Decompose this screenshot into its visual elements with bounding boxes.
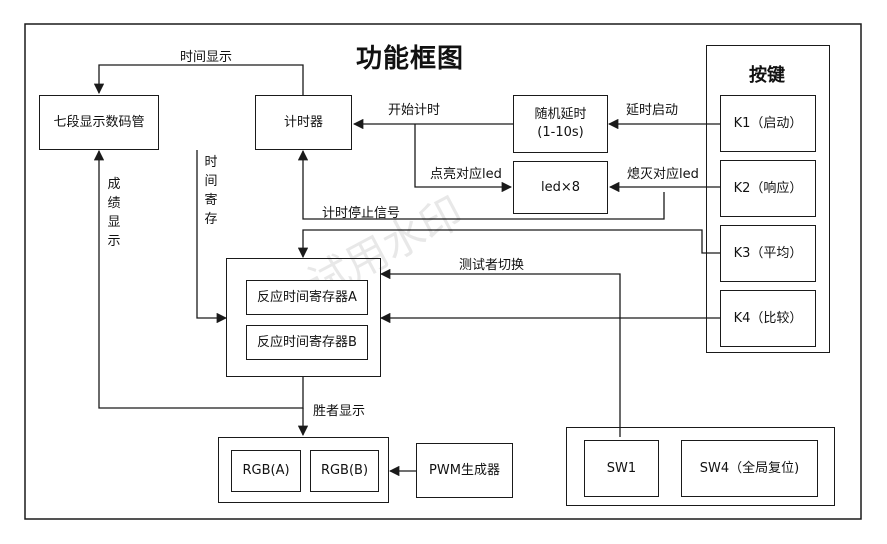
arrow-stop-signal [297,149,665,220]
rgb-group [218,437,389,503]
k1-box: K1（启动） [720,95,816,152]
rgb-b-label: RGB(B) [320,463,369,479]
sw1-box: SW1 [584,440,659,497]
registers-group [226,258,381,377]
arrow-average [297,229,720,259]
rgb-b-box: RGB(B) [310,450,379,492]
register-a-box: 反应时间寄存器A [246,280,368,315]
register-b-box: 反应时间寄存器B [246,325,368,360]
sw4-label: SW4（全局复位) [699,460,800,476]
random-delay-box: 随机延时 (1-10s) [513,95,608,153]
rgb-a-label: RGB(A) [242,463,290,479]
k2-box: K2（响应） [720,160,816,217]
switches-group [566,427,835,506]
register-b-label: 反应时间寄存器B [257,334,357,350]
timer-label: 计时器 [283,114,323,130]
label-winner-display: 胜者显示 [313,404,366,419]
label-score-display: 成绩显示 [107,177,121,249]
led-label: led×8 [540,179,581,195]
k3-label: K3（平均） [733,245,803,261]
label-time-display: 时间显示 [180,50,233,65]
label-off-led: 熄灭对应led [627,167,699,182]
pwm-generator-label: PWM生成器 [429,462,500,478]
diagram-title: 功能框图 [356,44,465,74]
label-delay-start: 延时启动 [626,103,679,118]
label-stop-signal: 计时停止信号 [322,206,401,221]
outer-frame [24,23,862,520]
label-start-timing: 开始计时 [388,103,441,118]
arrow-switch-tester [379,268,621,437]
label-light-led: 点亮对应led [430,167,502,182]
arrow-score-display [93,149,304,409]
k4-box: K4（比较） [720,290,816,347]
timer-box: 计时器 [255,95,352,150]
random-delay-label: 随机延时 [534,107,587,123]
keys-group [706,45,830,353]
led-box: led×8 [513,161,608,214]
sw4-box: SW4（全局复位) [681,440,818,497]
random-delay-range: (1-10s) [537,125,584,140]
seven-segment-display-label: 七段显示数码管 [53,114,145,130]
arrow-time-store [196,150,228,324]
seven-segment-display-box: 七段显示数码管 [39,95,159,150]
k4-label: K4（比较） [733,310,803,326]
arrow-time-display [93,64,304,95]
label-time-store: 时间寄存 [204,155,218,227]
k2-label: K2（响应） [733,180,803,196]
pwm-generator-box: PWM生成器 [416,443,513,498]
arrow-light-led [414,124,513,193]
rgb-a-box: RGB(A) [231,450,301,492]
k3-box: K3（平均） [720,225,816,282]
sw1-label: SW1 [606,460,637,476]
label-switch-tester: 测试者切换 [459,258,525,273]
k1-label: K1（启动） [733,115,803,131]
keys-title: 按键 [749,65,785,86]
register-a-label: 反应时间寄存器A [257,289,357,305]
